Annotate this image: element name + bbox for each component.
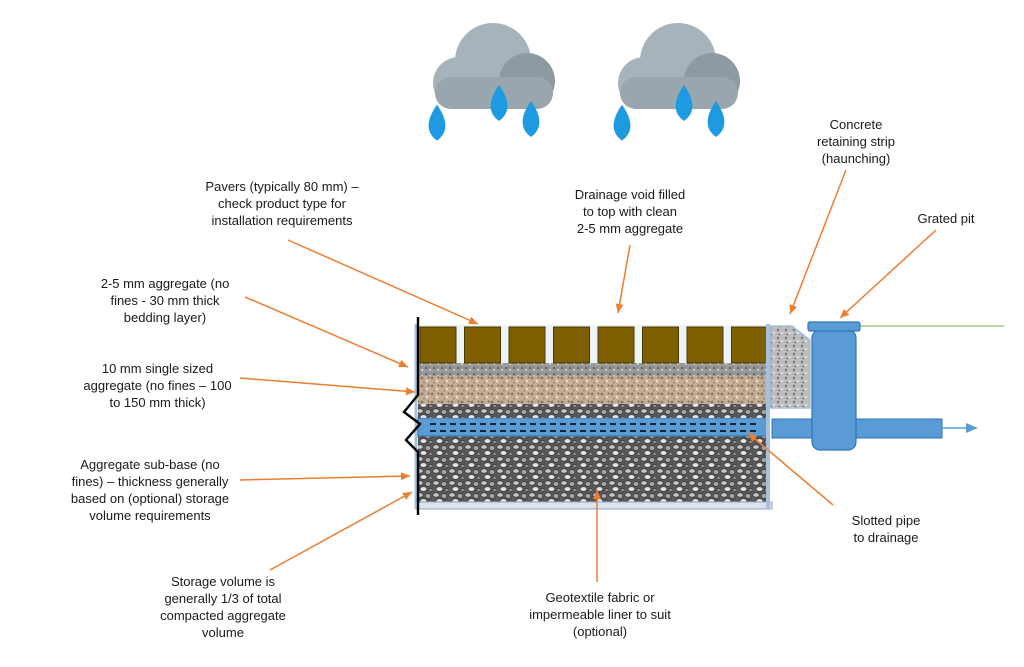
upper-sub-base-layer [418,404,768,418]
label-sub-base: Aggregate sub-base (no fines) – thicknes… [70,457,230,523]
sub-base-leader [239,472,411,481]
label-bedding: 2-5 mm aggregate (no fines - 30 mm thick… [100,276,230,325]
geotextile-liner [415,501,773,510]
label-pavers: Pavers (typically 80 mm) – check product… [205,179,359,228]
grated-pit-leader [839,229,937,319]
label-storage-volume: Storage volume is generally 1/3 of total… [160,574,286,640]
storage-leader [269,491,413,571]
label-grated-pit: Grated pit [917,211,975,226]
outlet-pipe [771,418,943,439]
paver-block [597,326,635,364]
haunching-leader [789,169,847,315]
paver-block [731,326,768,364]
single-sized-aggregate-layer [418,376,768,404]
grated-pit [811,329,857,451]
concrete-haunching [769,325,811,409]
pavers-leader [287,239,479,325]
label-drainage-void: Drainage void filled to top with clean 2… [574,187,686,236]
paver-block [686,326,724,364]
pavers [419,326,768,364]
label-slotted-pipe: Slotted pipe to drainage [851,513,921,545]
slotted-pipe-leader [747,432,834,506]
label-concrete-strip: Concrete retaining strip (haunching) [816,117,896,166]
bedding-layer [418,363,768,376]
paver-block [508,326,546,364]
label-single-sized: 10 mm single sized aggregate (no fines –… [83,361,232,410]
paver-block [464,326,501,364]
geotextile-leader [593,490,601,582]
rain-cloud-icon [613,23,740,141]
rain-cloud-icon [428,23,555,141]
drainage-leader [615,244,631,314]
grated-pit-lid [807,321,861,332]
paver-block [642,326,679,364]
paver-block [419,326,457,364]
single-sized-leader [239,377,416,396]
existing-edge-wall [402,317,422,515]
label-geotextile: Geotextile fabric or impermeable liner t… [529,590,671,639]
slotted-pipe-channel [417,417,769,437]
bedding-leader [244,296,409,368]
paver-block [553,326,590,364]
flow-arrow-icon [942,423,978,433]
aggregate-sub-base-layer [418,436,768,502]
leader-lines [239,169,937,582]
